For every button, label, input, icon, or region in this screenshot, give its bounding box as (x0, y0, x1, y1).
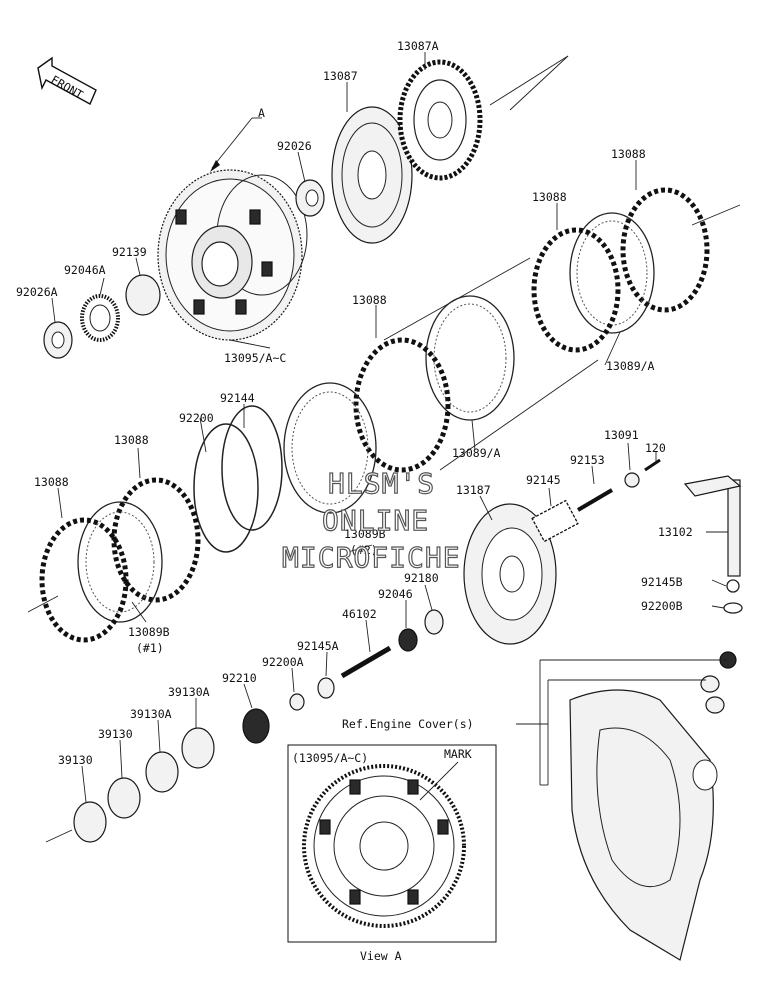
engine-cover (569, 689, 718, 961)
label-92046a: 92046A (64, 263, 106, 277)
view-a-caption: View A (360, 949, 402, 963)
release-shaft (683, 475, 742, 577)
label-39130a-a: 39130A (168, 685, 210, 699)
callout-a: A (258, 106, 265, 120)
label-13089a-b: 13089/A (452, 446, 501, 460)
cam-set (73, 727, 215, 843)
label-92144: 92144 (220, 391, 255, 405)
label-13087a: 13087A (397, 39, 439, 53)
needle-bearing (43, 274, 161, 359)
label-39130-b: 39130 (58, 753, 93, 767)
label-13089b-1: 13089B (128, 625, 170, 639)
label-92200b: 92200B (641, 599, 683, 613)
label-92200: 92200 (179, 411, 214, 425)
label-13089b-2: 13089B (344, 527, 386, 541)
label-92145a: 92145A (297, 639, 339, 653)
label-13088-c: 13088 (352, 293, 387, 307)
clutch-housing (157, 169, 308, 341)
label-13088-a: 13088 (611, 147, 646, 161)
label-92046: 92046 (378, 587, 413, 601)
label-13089b-1-note: (#1) (136, 641, 164, 655)
view-a-part: (13095/A~C) (292, 751, 368, 765)
label-39130-a: 39130 (98, 727, 133, 741)
label-13089a-a: 13089/A (606, 359, 655, 373)
label-39130a-b: 39130A (130, 707, 172, 721)
view-a-mark: MARK (444, 747, 472, 761)
pressure-plate (463, 503, 557, 645)
watermark: HLSM'S ONLINE MICROFICHE (281, 466, 461, 574)
label-92153: 92153 (570, 453, 605, 467)
watermark-line-3: MICROFICHE (282, 541, 461, 574)
watermark-line-1: HLSM'S (328, 467, 435, 500)
label-13089b-2-note: (#2) (350, 543, 378, 557)
label-13102: 13102 (658, 525, 693, 539)
label-92180: 92180 (404, 571, 439, 585)
label-13095: 13095/A~C (224, 351, 286, 365)
label-13088-e: 13088 (34, 475, 69, 489)
clutch-hub (331, 106, 413, 244)
label-92200a: 92200A (262, 655, 304, 669)
front-arrow-icon: FRONT (37, 56, 97, 105)
clutch-boss (397, 59, 483, 181)
label-13091: 13091 (604, 428, 639, 442)
watermark-line-2: ONLINE (322, 504, 429, 537)
plate-stack-lower (39, 477, 201, 643)
label-92145b: 92145B (641, 575, 683, 589)
label-13187: 13187 (456, 483, 491, 497)
label-ref-cover: Ref.Engine Cover(s) (342, 717, 474, 731)
view-a-box (287, 744, 497, 943)
label-13087: 13087 (323, 69, 358, 83)
plate-stack-upper (283, 187, 710, 514)
leader-lines (51, 52, 728, 803)
label-46102: 46102 (342, 607, 377, 621)
label-13088-b: 13088 (532, 190, 567, 204)
part-labels: 13087A 13087 92026 13088 13088 92139 920… (16, 39, 693, 963)
label-92026: 92026 (277, 139, 312, 153)
label-92026a: 92026A (16, 285, 58, 299)
label-92145: 92145 (526, 473, 561, 487)
label-120: 120 (645, 441, 666, 455)
label-13088-d: 13088 (114, 433, 149, 447)
label-92210: 92210 (222, 671, 257, 685)
label-92139: 92139 (112, 245, 147, 259)
